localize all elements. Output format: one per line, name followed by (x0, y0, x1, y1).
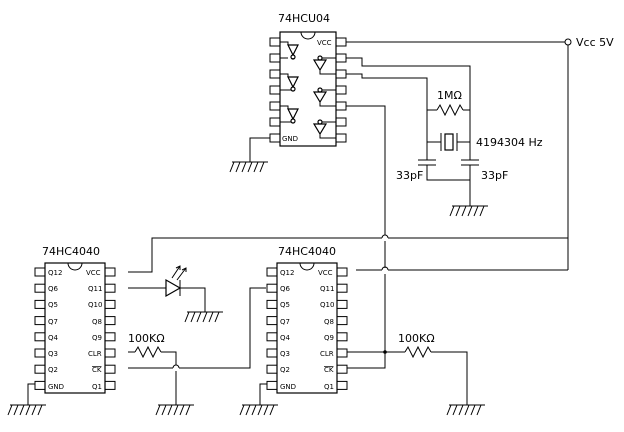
counter-a-title: 74HC4040 (42, 245, 100, 258)
counter-a-pin-label: Q4 (48, 334, 59, 342)
counter-b-reset-network: 100KΩ (347, 332, 485, 416)
pin (266, 299, 278, 309)
crystal-label: 4194304 Hz (476, 136, 543, 149)
counter-b-pin-label: Q11 (320, 285, 334, 293)
counter-a-pin-label: GND (48, 383, 64, 391)
counter-b-pinboxes (266, 267, 348, 390)
counter-b-pin-label: VCC (318, 269, 333, 277)
counter-b-pin-label: Q8 (324, 318, 334, 326)
counter-a-pin-label: Q12 (48, 269, 62, 277)
counter-a-pin-label: Q10 (88, 301, 102, 309)
counter-a-pin-label: Q2 (48, 366, 58, 374)
pin (266, 380, 278, 390)
counter-a-pinboxes (34, 267, 116, 390)
pin (104, 267, 116, 277)
counter-b-pin-label: Q1 (324, 383, 334, 391)
counter-b-pin-label: CLR (320, 350, 334, 358)
feedback-resistor-label: 1MΩ (437, 89, 462, 102)
led-indicator (128, 265, 223, 323)
pin (34, 332, 46, 342)
pin (104, 316, 116, 326)
chip-74hcu04-title: 74HCU04 (278, 12, 330, 25)
counter-a-reset-network: 100KΩ (128, 287, 266, 416)
pin (266, 267, 278, 277)
pin (266, 283, 278, 293)
counter-a-pin-label: Q9 (92, 334, 102, 342)
ground-counter-b (239, 383, 278, 416)
counter-b-title: 74HC4040 (278, 245, 336, 258)
counter-b-pin-label: CK (324, 366, 334, 374)
counter-a-left-labels: Q12 Q6 Q5 Q7 Q4 Q3 Q2 GND (48, 269, 64, 391)
cap-right-label: 33pF (481, 169, 508, 182)
clock-signal-wire (346, 105, 386, 235)
pin (336, 332, 348, 342)
counter-a-right-labels: VCC Q11 Q10 Q8 Q9 CLR CK Q1 (86, 269, 102, 391)
counter-b-pin-label: Q7 (280, 318, 290, 326)
pin (266, 316, 278, 326)
res-b-label: 100KΩ (398, 332, 435, 345)
pin (336, 267, 348, 277)
counter-b-pin-label: Q3 (280, 350, 290, 358)
counter-b-pin-label: Q5 (280, 301, 290, 309)
counter-b-pin-label: Q9 (324, 334, 334, 342)
chip-74hcu04-gnd-label: GND (282, 135, 298, 143)
pin (266, 332, 278, 342)
chip-74hcu04-vcc-label: VCC (317, 39, 332, 47)
pin (34, 348, 46, 358)
pin (266, 364, 278, 374)
res-a-label: 100KΩ (128, 332, 165, 345)
ground-counter-a (7, 383, 46, 416)
oscillator-network: 1MΩ 4194304 Hz 33pF 33pF (346, 57, 543, 217)
counter-a-pin-label: CK (92, 366, 102, 374)
pin (34, 299, 46, 309)
pin (104, 364, 116, 374)
counter-b-pin-label: Q10 (320, 301, 334, 309)
pin (336, 348, 348, 358)
counter-a-pin-label: VCC (86, 269, 101, 277)
pin (104, 299, 116, 309)
pin (104, 283, 116, 293)
counter-b-pin-label: Q12 (280, 269, 294, 277)
counter-b-pin-label: Q6 (280, 285, 291, 293)
cap-left-label: 33pF (396, 169, 423, 182)
chip-counter-b: 74HC4040 Q12 Q6 Q5 Q7 Q4 Q3 Q2 GND VCC Q… (266, 245, 348, 394)
pin (336, 283, 348, 293)
counter-b-left-labels: Q12 Q6 Q5 Q7 Q4 Q3 Q2 GND (280, 269, 296, 391)
pin (34, 316, 46, 326)
inverter-gates (280, 41, 336, 139)
pin (34, 283, 46, 293)
chip-counter-a: 74HC4040 Q12 Q6 Q5 Q7 Q4 Q3 Q2 GND VCC Q… (34, 245, 116, 394)
counter-b-pin-label: GND (280, 383, 296, 391)
counter-a-pin-label: Q6 (48, 285, 59, 293)
ground-inverter (229, 137, 270, 173)
vcc-supply-label: Vcc 5V (576, 36, 614, 49)
counter-b-pin-label: Q2 (280, 366, 290, 374)
counter-a-pin-label: Q7 (48, 318, 58, 326)
vcc-rail: Vcc 5V (346, 36, 614, 270)
pin (104, 380, 116, 390)
counter-a-pin-label: Q11 (88, 285, 102, 293)
counter-a-pin-label: Q5 (48, 301, 58, 309)
pin (34, 267, 46, 277)
counter-b-pin-label: Q4 (280, 334, 291, 342)
pin (336, 316, 348, 326)
counter-a-pin-label: Q3 (48, 350, 58, 358)
pin (266, 348, 278, 358)
pin (34, 380, 46, 390)
pin (104, 332, 116, 342)
chip-74hcu04: 74HCU04 VCC GND (269, 12, 347, 147)
pin (336, 380, 348, 390)
pin (104, 348, 116, 358)
counter-a-pin-label: Q8 (92, 318, 102, 326)
counter-b-right-labels: VCC Q11 Q10 Q8 Q9 CLR CK Q1 (318, 269, 334, 391)
ck-chain-wire (179, 287, 266, 369)
counter-a-pin-label: Q1 (92, 383, 102, 391)
pin (34, 364, 46, 374)
pin (336, 364, 348, 374)
pin (336, 299, 348, 309)
counter-a-pin-label: CLR (88, 350, 102, 358)
vcc-branch (128, 234, 568, 273)
